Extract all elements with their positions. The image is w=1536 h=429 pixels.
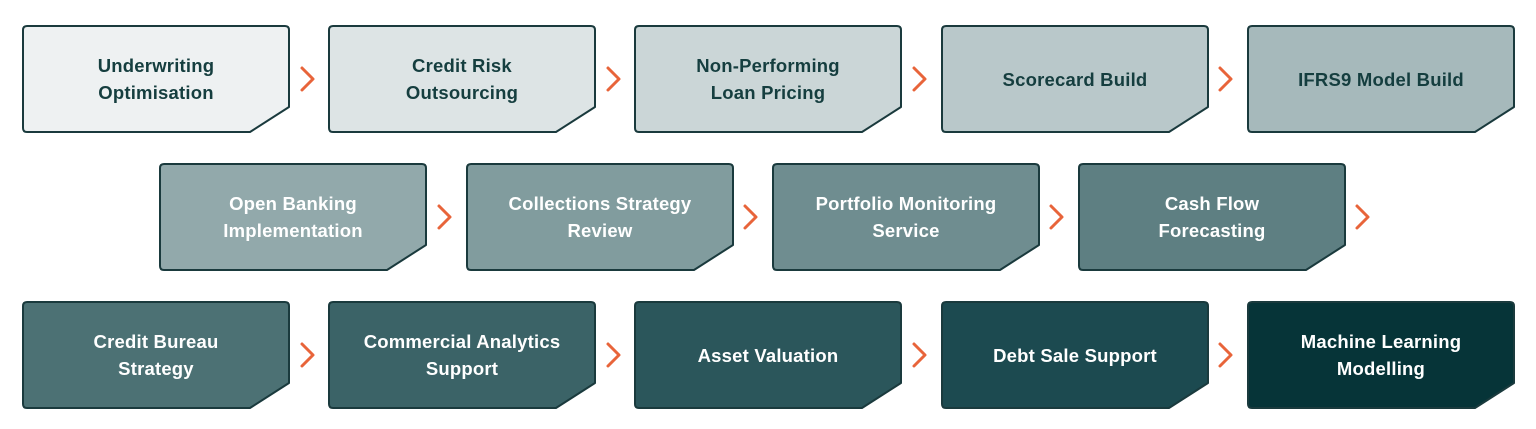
step-card-shape [941, 301, 1209, 409]
step-card[interactable]: Machine Learning Modelling [1247, 301, 1515, 409]
step-card[interactable]: Credit Bureau Strategy [22, 301, 290, 409]
step-card-shape [941, 25, 1209, 133]
step-card[interactable]: Debt Sale Support [941, 301, 1209, 409]
step-card-shape [328, 301, 596, 409]
step-label: Credit Bureau Strategy [93, 331, 219, 379]
step-card-shape [22, 25, 290, 133]
step-card[interactable]: Portfolio Monitoring Service [772, 163, 1040, 271]
step-label: Asset Valuation [697, 344, 839, 366]
chevron-right-icon [604, 341, 624, 369]
step-label: Cash Flow Forecasting [1158, 193, 1266, 241]
step-card-shape [634, 25, 902, 133]
step-label: Machine Learning Modelling [1300, 331, 1462, 379]
chevron-right-icon [298, 65, 318, 93]
step-label: Credit Risk Outsourcing [405, 55, 519, 103]
chevron-right-icon [1216, 65, 1236, 93]
step-label: Scorecard Build [1002, 68, 1148, 90]
step-label: Portfolio Monitoring Service [815, 193, 997, 241]
step-card-shape [159, 163, 427, 271]
chevron-right-icon [910, 341, 930, 369]
chevron-right-icon [435, 203, 455, 231]
step-card-shape [1247, 301, 1515, 409]
chevron-right-icon [298, 341, 318, 369]
step-label: IFRS9 Model Build [1298, 68, 1464, 90]
chevron-right-icon [1216, 341, 1236, 369]
step-card-shape [772, 163, 1040, 271]
step-card-shape [22, 301, 290, 409]
step-card[interactable]: Non-Performing Loan Pricing [634, 25, 902, 133]
chevron-right-icon [604, 65, 624, 93]
step-card[interactable]: Credit Risk Outsourcing [328, 25, 596, 133]
step-label: Commercial Analytics Support [363, 331, 561, 379]
step-card[interactable]: Open Banking Implementation [159, 163, 427, 271]
step-card[interactable]: Scorecard Build [941, 25, 1209, 133]
step-card[interactable]: Collections Strategy Review [466, 163, 734, 271]
step-card[interactable]: Cash Flow Forecasting [1078, 163, 1346, 271]
step-label: Open Banking Implementation [223, 193, 363, 241]
chevron-right-icon [1047, 203, 1067, 231]
chevron-right-icon [741, 203, 761, 231]
step-card-shape [634, 301, 902, 409]
step-card[interactable]: IFRS9 Model Build [1247, 25, 1515, 133]
step-label: Debt Sale Support [993, 344, 1157, 366]
step-label: Non-Performing Loan Pricing [696, 55, 840, 103]
step-label: Underwriting Optimisation [97, 55, 215, 103]
step-card-shape [466, 163, 734, 271]
chevron-right-icon [910, 65, 930, 93]
step-card-shape [328, 25, 596, 133]
step-card[interactable]: Underwriting Optimisation [22, 25, 290, 133]
step-card[interactable]: Asset Valuation [634, 301, 902, 409]
step-card-shape [1078, 163, 1346, 271]
step-card[interactable]: Commercial Analytics Support [328, 301, 596, 409]
chevron-right-icon [1353, 203, 1373, 231]
step-card-shape [1247, 25, 1515, 133]
step-label: Collections Strategy Review [508, 193, 692, 241]
